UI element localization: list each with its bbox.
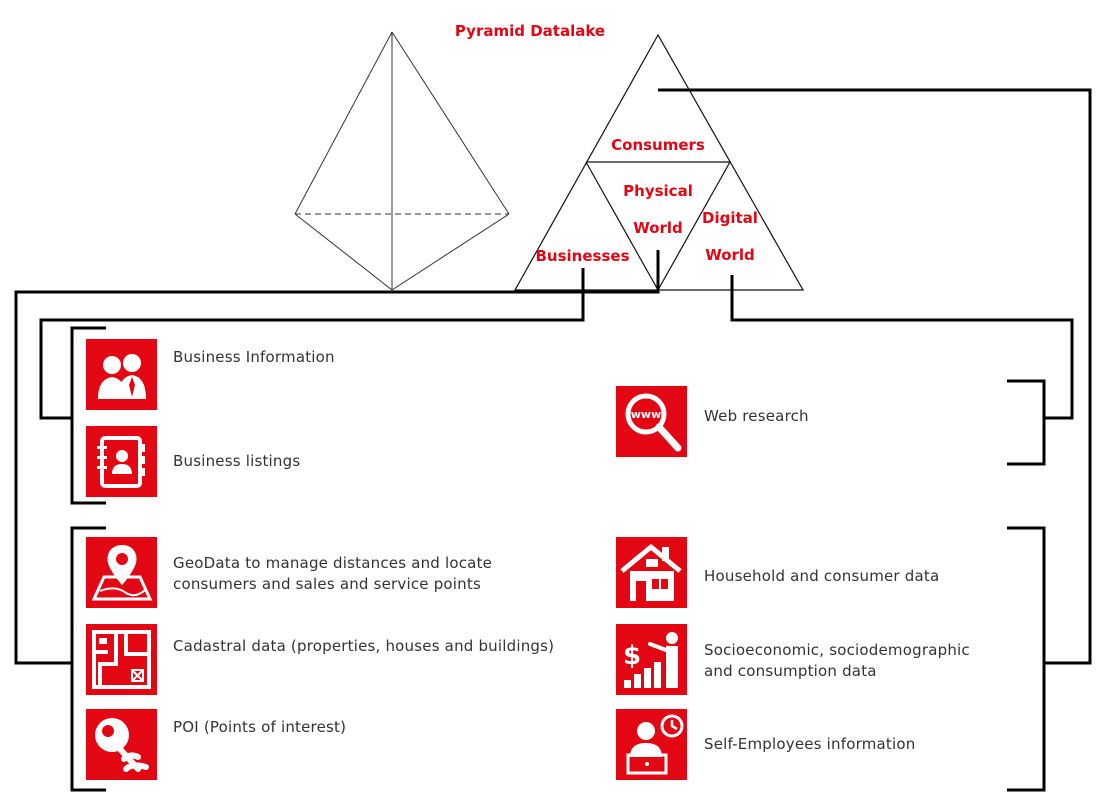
growth-chart-icon: $: [616, 624, 687, 695]
svg-text:www: www: [631, 408, 662, 421]
floor-plan-icon: [86, 624, 157, 695]
contact-book-icon: [86, 426, 157, 497]
poi-marker-icon: [86, 709, 157, 780]
cadastral-data-text: Cadastral data (properties, houses and b…: [173, 636, 554, 657]
bracket-businesses: [70, 326, 106, 505]
map-pin-icon: [86, 537, 157, 608]
socioeconomic-text-line2: and consumption data: [704, 662, 877, 680]
house-icon: [616, 537, 687, 608]
geodata-text-line2: consumers and sales and service points: [173, 575, 481, 593]
household-text: Household and consumer data: [704, 566, 939, 587]
businesses-label: Businesses: [535, 247, 630, 265]
poi-text-line1: POI (Points of interest): [173, 718, 347, 736]
svg-text:$: $: [623, 641, 641, 671]
self-employees-text: Self-Employees information: [704, 734, 915, 755]
geodata-text-line1: GeoData to manage distances and locate: [173, 554, 493, 572]
cadastral-data-text-line1: Cadastral data (properties, houses and b…: [173, 637, 555, 655]
pyramid-wireframe: [294, 31, 510, 291]
household-text-line1: Household and consumer data: [704, 567, 940, 585]
consumers-label: Consumers: [611, 136, 705, 154]
bracket-digital: [1007, 379, 1046, 466]
socioeconomic-text: Socioeconomic, sociodemographic and cons…: [704, 640, 970, 682]
connector-lines: [14, 88, 1092, 665]
group-brackets: [70, 326, 1046, 792]
poi-text: POI (Points of interest): [173, 717, 346, 738]
www-magnifier-icon: www: [616, 386, 687, 457]
physical-world-label-line1: Physical: [623, 182, 693, 200]
digital-world-label-line1: Digital: [702, 209, 758, 227]
web-research-text: Web research: [704, 407, 809, 425]
digital-world-label-line2: World: [705, 246, 755, 264]
geodata-text: GeoData to manage distances and locate c…: [173, 553, 492, 595]
diagram-title: Pyramid Datalake: [454, 22, 606, 40]
bracket-physical: [70, 526, 106, 792]
laptop-worker-icon: [616, 709, 687, 780]
business-listings-text: Business listings: [173, 452, 301, 470]
self-employees-text-line1: Self-Employees information: [704, 735, 916, 753]
bracket-consumers: [1007, 526, 1046, 792]
business-information-text: Business Information: [173, 348, 335, 366]
socioeconomic-text-line1: Socioeconomic, sociodemographic: [704, 641, 970, 659]
physical-world-label-line2: World: [633, 219, 683, 237]
people-icon: [86, 339, 157, 410]
